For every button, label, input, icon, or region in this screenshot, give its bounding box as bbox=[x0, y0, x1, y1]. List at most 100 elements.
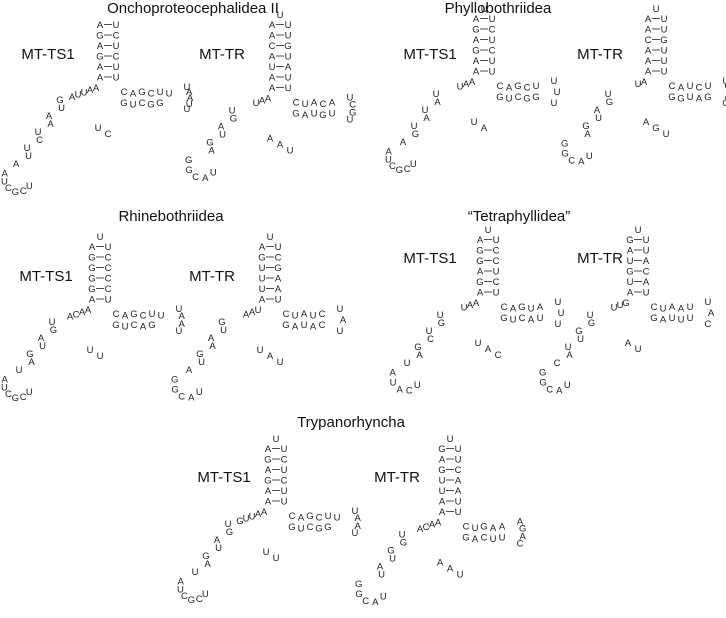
nucleotide: U bbox=[554, 87, 561, 98]
nucleotide: G bbox=[264, 455, 271, 466]
nucleotide: A bbox=[469, 77, 476, 88]
nucleotide: C bbox=[669, 81, 676, 92]
nucleotide: A bbox=[178, 311, 185, 322]
nucleotide: U bbox=[281, 497, 288, 508]
nucleotide: G bbox=[677, 94, 684, 105]
nucleotide: C bbox=[113, 31, 120, 42]
nucleotide: G bbox=[472, 25, 479, 36]
nucleotide: U bbox=[499, 533, 506, 544]
nucleotide: A bbox=[208, 146, 215, 157]
nucleotide: U bbox=[177, 584, 184, 595]
nucleotide: A bbox=[259, 295, 266, 306]
nucleotide: A bbox=[566, 350, 573, 361]
nucleotide: U bbox=[184, 104, 191, 115]
nucleotide: G bbox=[519, 523, 526, 534]
nucleotide: A bbox=[140, 322, 147, 333]
nucleotide: U bbox=[390, 377, 397, 388]
nucleotide: U bbox=[35, 127, 42, 138]
nucleotide: U bbox=[158, 311, 165, 322]
nucleotide: U bbox=[404, 358, 411, 369]
nucleotide: G bbox=[50, 325, 57, 336]
nucleotide: A bbox=[473, 298, 480, 309]
nucleotide: G bbox=[88, 284, 95, 295]
nucleotide: A bbox=[477, 235, 484, 246]
group-title-tetraphyllidea: “Tetraphyllidea” bbox=[467, 208, 571, 225]
nucleotide: A bbox=[528, 315, 535, 326]
nucleotide: U bbox=[219, 130, 226, 141]
label-mt-ts1: MT-TS1 bbox=[403, 250, 457, 267]
nucleotide: U bbox=[493, 235, 500, 246]
nucleotide: U bbox=[337, 326, 344, 337]
nucleotide: U bbox=[301, 320, 308, 331]
nucleotide: G bbox=[626, 267, 633, 278]
nucleotide: G bbox=[288, 522, 295, 533]
nucleotide: A bbox=[584, 129, 591, 140]
nucleotide: A bbox=[643, 117, 650, 128]
nucleotide: G bbox=[206, 138, 213, 149]
nucleotide: U bbox=[105, 295, 112, 306]
nucleotide: C bbox=[725, 93, 726, 104]
nucleotide: A bbox=[69, 92, 76, 103]
nucleotide: U bbox=[471, 117, 478, 128]
nucleotide: U bbox=[257, 345, 264, 356]
label-mt-tr: MT-TR bbox=[577, 46, 623, 63]
nucleotide: U bbox=[472, 523, 479, 534]
group-title-phyllobothriidea: Phyllobothriidea bbox=[444, 0, 552, 17]
nucleotide: U bbox=[196, 387, 203, 398]
nucleotide: G bbox=[561, 148, 568, 159]
nucleotide: U bbox=[267, 232, 274, 243]
nucleotide: U bbox=[122, 322, 129, 333]
nucleotide: A bbox=[87, 85, 94, 96]
nucleotide: U bbox=[586, 151, 593, 162]
nucleotide: G bbox=[130, 309, 137, 320]
nucleotide: A bbox=[641, 77, 648, 88]
nucleotide: A bbox=[2, 375, 9, 386]
nucleotide: A bbox=[481, 123, 488, 134]
nucleotide: C bbox=[489, 46, 496, 57]
nucleotide: U bbox=[635, 344, 642, 355]
nucleotide: U bbox=[437, 310, 444, 321]
nucleotide: U bbox=[281, 465, 288, 476]
nucleotide: G bbox=[171, 384, 178, 395]
nucleotide: C bbox=[319, 309, 326, 320]
group-title-onchoproteocephalidea: Onchoproteocephalidea II bbox=[107, 0, 279, 17]
nucleotide: G bbox=[138, 87, 145, 98]
nucleotide: C bbox=[121, 87, 128, 98]
nucleotide: C bbox=[427, 334, 434, 345]
nucleotide: U bbox=[643, 235, 650, 246]
nucleotide: U bbox=[481, 4, 488, 15]
nucleotide: U bbox=[352, 506, 359, 517]
nucleotide: U bbox=[26, 181, 33, 192]
nucleotide: A bbox=[463, 79, 470, 90]
nucleotide: A bbox=[97, 41, 104, 52]
nucleotide: A bbox=[645, 46, 652, 57]
nucleotide: C bbox=[423, 522, 430, 533]
nucleotide: U bbox=[493, 288, 500, 299]
nucleotide: U bbox=[157, 87, 164, 98]
nucleotide: G bbox=[188, 595, 195, 606]
nucleotide: U bbox=[643, 288, 650, 299]
nucleotide: A bbox=[473, 67, 480, 78]
nucleotide: U bbox=[113, 73, 120, 84]
nucleotide: A bbox=[28, 357, 35, 368]
nucleotide: A bbox=[292, 322, 299, 333]
nucleotide: U bbox=[75, 90, 82, 101]
nucleotide: U bbox=[277, 10, 284, 21]
nucleotide: C bbox=[519, 313, 526, 324]
nucleotide: U bbox=[269, 62, 276, 73]
nucleotide: G bbox=[561, 139, 568, 150]
nucleotide: G bbox=[412, 129, 419, 140]
nucleotide: A bbox=[275, 284, 282, 295]
nucleotide: U bbox=[352, 528, 359, 539]
nucleotide: A bbox=[578, 157, 585, 168]
nucleotide: U bbox=[439, 476, 446, 487]
nucleotide: C bbox=[281, 455, 288, 466]
nucleotide: C bbox=[349, 99, 356, 110]
nucleotide: U bbox=[635, 79, 642, 90]
nucleotide: G bbox=[704, 92, 711, 103]
nucleotide: G bbox=[112, 320, 119, 331]
nucleotide: U bbox=[113, 41, 120, 52]
nucleotide: C bbox=[489, 25, 496, 36]
nucleotide: U bbox=[426, 326, 433, 337]
nucleotide: A bbox=[67, 312, 74, 323]
